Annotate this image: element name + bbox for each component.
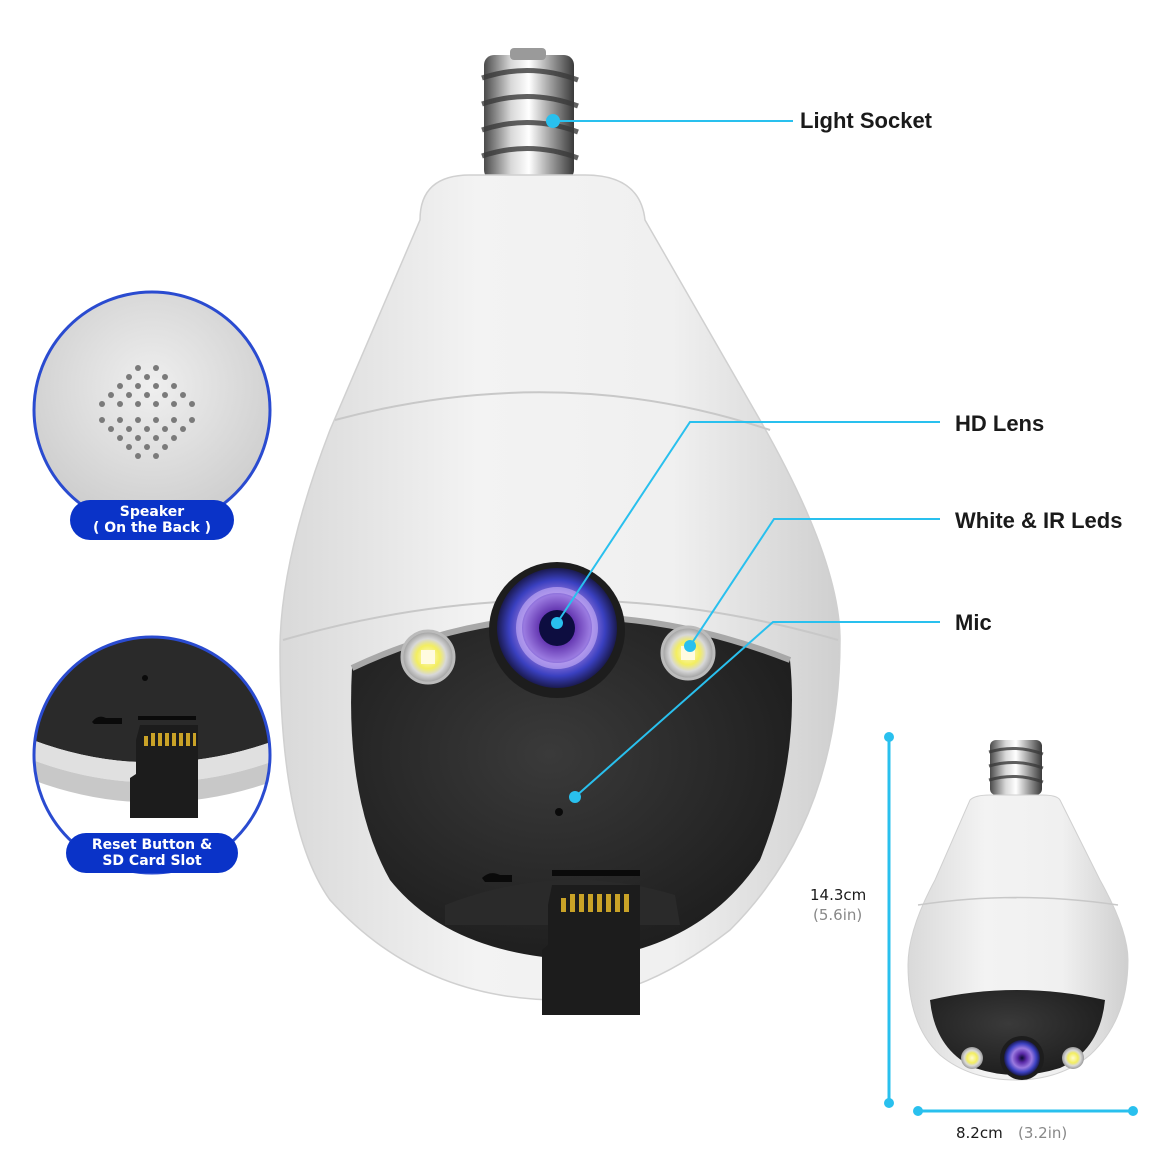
led-left: [400, 629, 456, 685]
sd-card: [542, 885, 640, 1015]
callout-hd-lens: HD Lens: [955, 411, 1045, 436]
speaker-badge-line2: ( On the Back ): [92, 520, 212, 536]
width-cm: 8.2cm: [956, 1124, 1003, 1142]
hd-lens: [489, 562, 625, 698]
width-in: (3.2in): [1018, 1124, 1068, 1142]
callout-white-ir-leds: White & IR Leds: [955, 508, 1123, 533]
height-cm: 14.3cm: [810, 886, 867, 904]
reset-sd-inset: [32, 635, 272, 875]
reset-sd-badge-line1: Reset Button &: [91, 837, 213, 853]
led-right: [660, 625, 716, 681]
small-product: [907, 740, 1129, 1081]
speaker-badge-line1: Speaker: [119, 504, 185, 520]
height-in: (5.6in): [813, 906, 863, 924]
reset-sd-badge: Reset Button & SD Card Slot: [66, 833, 238, 873]
dimension-lines: [887, 737, 1133, 1113]
callout-lines: [553, 120, 940, 798]
reset-sd-badge-line2: SD Card Slot: [102, 853, 202, 869]
callout-mic: Mic: [955, 610, 992, 635]
callout-light-socket: Light Socket: [800, 108, 933, 133]
speaker-inset: [32, 290, 272, 530]
screw-base: [481, 48, 579, 180]
speaker-badge: Speaker ( On the Back ): [70, 500, 234, 540]
